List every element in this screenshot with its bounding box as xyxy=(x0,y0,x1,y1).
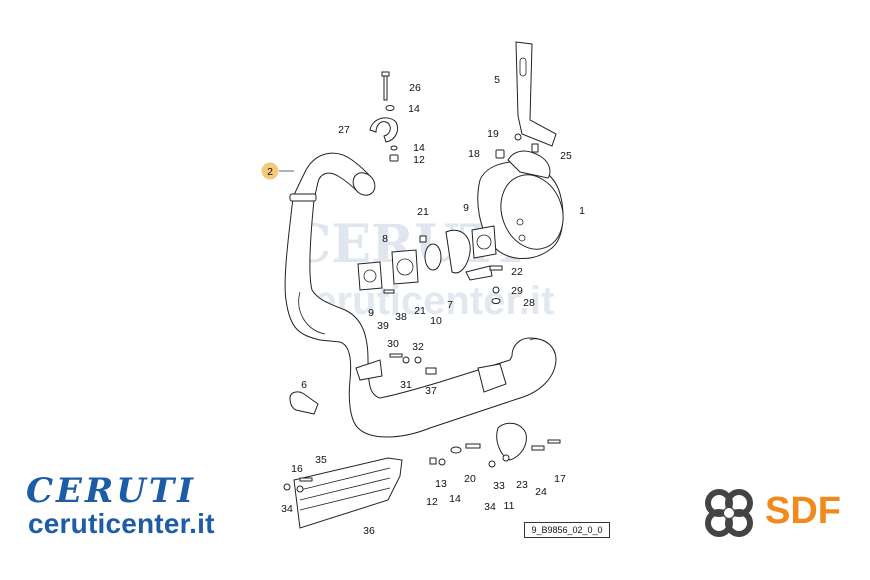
ceruti-site: ceruticenter.it xyxy=(28,508,215,539)
callout-label: 30 xyxy=(387,338,399,350)
callout-label: 32 xyxy=(412,341,424,353)
ceruti-logo-text: CERUTI xyxy=(26,474,196,508)
callout-label: 22 xyxy=(511,266,523,278)
callout-label: 28 xyxy=(523,297,535,309)
sdf-swirl-icon xyxy=(705,489,753,537)
callout-label: 34 xyxy=(484,501,496,513)
callout-label: 17 xyxy=(554,473,566,485)
drawing-reference: 9_B9856_02_0_0 xyxy=(524,522,610,538)
callout-label: 1 xyxy=(579,205,585,217)
callout-label: 9 xyxy=(368,307,374,319)
callout-label: 13 xyxy=(435,478,447,490)
callout-label: 12 xyxy=(426,496,438,508)
callout-label: 27 xyxy=(338,124,350,136)
callout-label: 14 xyxy=(408,103,420,115)
exhaust-pipe xyxy=(284,152,557,438)
callout-label: 5 xyxy=(494,74,500,86)
callout-label: 14 xyxy=(449,493,461,505)
callout-label: 26 xyxy=(409,82,421,94)
callout-label: 8 xyxy=(382,233,388,245)
callout-label: 35 xyxy=(315,454,327,466)
callout-label: 9 xyxy=(463,202,469,214)
muffler-bracket xyxy=(515,41,557,147)
callout-label: 24 xyxy=(535,486,547,498)
callout-label: 21 xyxy=(417,206,429,218)
callout-label: 19 xyxy=(487,128,499,140)
callout-labels: 1256789910111212131414141617181920212122… xyxy=(261,74,585,537)
callout-label: 2 xyxy=(267,166,273,178)
callout-label: 29 xyxy=(511,285,523,297)
callout-label: 39 xyxy=(377,320,389,332)
callout-label: 37 xyxy=(425,385,437,397)
callout-label: 33 xyxy=(493,480,505,492)
callout-label: 12 xyxy=(413,154,425,166)
callout-label: 16 xyxy=(291,463,303,475)
callout-label: 6 xyxy=(301,379,307,391)
callout-label: 34 xyxy=(281,503,293,515)
support-brackets xyxy=(289,391,527,461)
callout-label: 38 xyxy=(395,311,407,323)
callout-label: 18 xyxy=(468,148,480,160)
sdf-logo-text: SDF xyxy=(765,490,841,532)
callout-label: 21 xyxy=(414,305,426,317)
hardware-fasteners xyxy=(283,71,561,493)
callout-label: 23 xyxy=(516,479,528,491)
callout-label: 25 xyxy=(560,150,572,162)
flange-gaskets xyxy=(357,225,497,291)
callout-label: 31 xyxy=(400,379,412,391)
ceruti-logo: CERUTI xyxy=(26,474,196,508)
pipe-clamp xyxy=(369,117,399,143)
callout-label: 7 xyxy=(447,299,453,311)
callout-label: 10 xyxy=(430,315,442,327)
heat-shield xyxy=(293,457,403,529)
callout-label: 11 xyxy=(504,500,515,512)
muffler xyxy=(477,150,564,259)
callout-label: 14 xyxy=(413,142,425,154)
callout-label: 36 xyxy=(363,525,375,537)
callout-label: 20 xyxy=(464,473,476,485)
callout-highlight xyxy=(261,162,279,180)
